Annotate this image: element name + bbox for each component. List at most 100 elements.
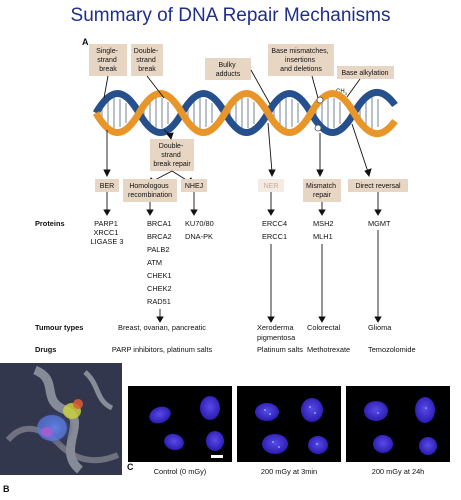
pathway-to-protein-arrows xyxy=(103,192,382,216)
damage-base-mismatches: Base mismatches, insertions and deletion… xyxy=(268,44,334,76)
proteins-nhej: KU70/80 DNA-PK xyxy=(185,219,216,241)
proteins-ner: ERCC4 ERCC1 xyxy=(262,219,289,241)
drug-temozolomide: Temozolomide xyxy=(368,345,416,354)
damage-ssb-line1: Single- xyxy=(96,48,118,55)
svg-text:Double- strand bre: Double- strand break repair xyxy=(153,143,191,168)
dna-double-helix xyxy=(92,88,398,138)
pathway-nhej-label: NHEJ xyxy=(185,183,203,190)
damage-bulky-line1: Bulky xyxy=(218,62,236,69)
foci xyxy=(316,443,318,445)
row-label-tumour-types: Tumour types xyxy=(35,323,83,332)
foci xyxy=(377,412,379,414)
damage-connectors xyxy=(103,69,361,105)
damage-base-alkylation: Base alkylation xyxy=(337,66,394,79)
nucleus xyxy=(200,396,220,420)
nucleus xyxy=(415,397,435,423)
micrograph-caption-3min: 200 mGy at 3min xyxy=(261,467,317,476)
drug-platinum: Platinum salts xyxy=(257,345,303,354)
proteins-mmr: MSH2 MLH1 xyxy=(313,219,336,241)
hr-line1: Homologous xyxy=(129,183,169,190)
svg-text:Single- strand bre: Single- strand break xyxy=(96,48,120,73)
nucleus xyxy=(364,401,388,421)
helix-strand-blue xyxy=(92,88,398,136)
micrograph-3min xyxy=(237,386,341,462)
helix-strand-orange xyxy=(92,90,398,138)
pathway-ber: BER xyxy=(95,179,119,192)
damage-bulky-adducts: Bulky adducts xyxy=(205,58,251,80)
ch3-label: CH3 xyxy=(336,89,348,96)
nucleus xyxy=(149,406,171,424)
nucleus xyxy=(262,434,288,454)
damage-alkylation-label: Base alkylation xyxy=(341,70,388,77)
row-label-drugs: Drugs xyxy=(35,345,56,354)
pathway-nhej: NHEJ xyxy=(181,179,207,192)
damage-dsb-line3: break xyxy=(138,66,156,73)
micrograph-caption-24h: 200 mGy at 24h xyxy=(372,467,425,476)
foci xyxy=(314,412,316,414)
pathway-ner: NER xyxy=(258,179,284,192)
svg-text:Double- strand bre: Double- strand break xyxy=(134,48,160,73)
svg-text:Mismatch repair: Mismatch repair xyxy=(306,183,338,199)
mismatch-lesion-marker xyxy=(316,96,324,104)
hr-line2: recombination xyxy=(128,192,172,199)
damage-ssb-line2: strand xyxy=(97,57,117,64)
tumour-xeroderma: Xeroderma pigmentosa xyxy=(257,323,296,342)
damage-mismatch-line2: insertions xyxy=(285,57,315,64)
panel-label-a: A xyxy=(82,37,89,47)
tumour-glioma: Glioma xyxy=(368,323,392,332)
nucleus xyxy=(301,398,323,422)
damage-dsb-line1: Double- xyxy=(134,48,159,55)
tumour-colorectal: Colorectal xyxy=(307,323,341,332)
nucleus xyxy=(206,431,224,451)
svg-text:Homologous recombination: Homologous recombination xyxy=(128,183,172,199)
tumour-brca: Breast, ovarian, pancreatic xyxy=(118,323,206,332)
panel-label-c: C xyxy=(127,462,134,472)
damage-dsb-line2: strand xyxy=(136,57,156,64)
nucleus xyxy=(164,433,184,451)
damage-mismatch-line1: Base mismatches, xyxy=(271,48,328,55)
panel-label-b: B xyxy=(3,484,10,494)
damage-bulky-line2: adducts xyxy=(216,71,241,78)
page-title: Summary of DNA Repair Mechanisms xyxy=(70,5,391,26)
foci xyxy=(269,413,271,415)
drug-parp: PARP inhibitors, platinum salts xyxy=(112,345,213,354)
micrograph-caption-control: Control (0 mGy) xyxy=(154,467,207,476)
micrograph-24h xyxy=(346,386,450,462)
nucleus xyxy=(255,403,279,421)
pathway-direct-label: Direct reversal xyxy=(355,183,401,190)
proteins-direct: MGMT xyxy=(368,219,391,228)
pathway-dsb-repair: Double- strand break repair xyxy=(150,139,194,171)
pathway-mismatch-repair: Mismatch repair xyxy=(303,179,341,202)
foci xyxy=(278,446,280,448)
foci xyxy=(272,441,274,443)
damage-single-strand-break: Single- strand break xyxy=(89,44,127,76)
foci xyxy=(425,407,427,409)
pathway-homologous-recombination: Homologous recombination xyxy=(123,179,177,202)
nucleus xyxy=(308,436,328,454)
panel-b-molecular-image xyxy=(0,363,122,475)
drug-methotrexate: Methotrexate xyxy=(307,345,350,354)
mmr-line1: Mismatch xyxy=(306,183,336,190)
nucleus xyxy=(373,435,393,453)
damage-ssb-line3: break xyxy=(99,66,117,73)
row-label-proteins: Proteins xyxy=(35,219,65,228)
foci xyxy=(309,406,311,408)
micrograph-control xyxy=(128,386,232,462)
pathway-ner-label: NER xyxy=(264,183,279,190)
damage-double-strand-break: Double- strand break xyxy=(131,44,163,76)
dsb-repair-line2: strand xyxy=(161,152,181,159)
scale-bar xyxy=(211,455,223,458)
proteins-ber: PARP1 XRCC1 LIGASE 3 xyxy=(91,219,124,246)
damage-mismatch-line3: and deletions xyxy=(280,66,322,73)
ch3-subscript: 3 xyxy=(345,91,348,96)
pathway-direct-reversal: Direct reversal xyxy=(348,179,408,192)
protein-to-tumour-arrows xyxy=(156,230,382,323)
pathway-ber-label: BER xyxy=(100,183,114,190)
helix-base-pairs xyxy=(101,97,379,129)
dsb-repair-line1: Double- xyxy=(159,143,184,150)
mmr-line2: repair xyxy=(313,192,332,199)
proteins-hr: BRCA1 BRCA2 PALB2 ATM CHEK1 CHEK2 RAD51 xyxy=(147,219,174,306)
nucleus xyxy=(419,437,437,455)
ch3-main: CH xyxy=(336,89,345,95)
